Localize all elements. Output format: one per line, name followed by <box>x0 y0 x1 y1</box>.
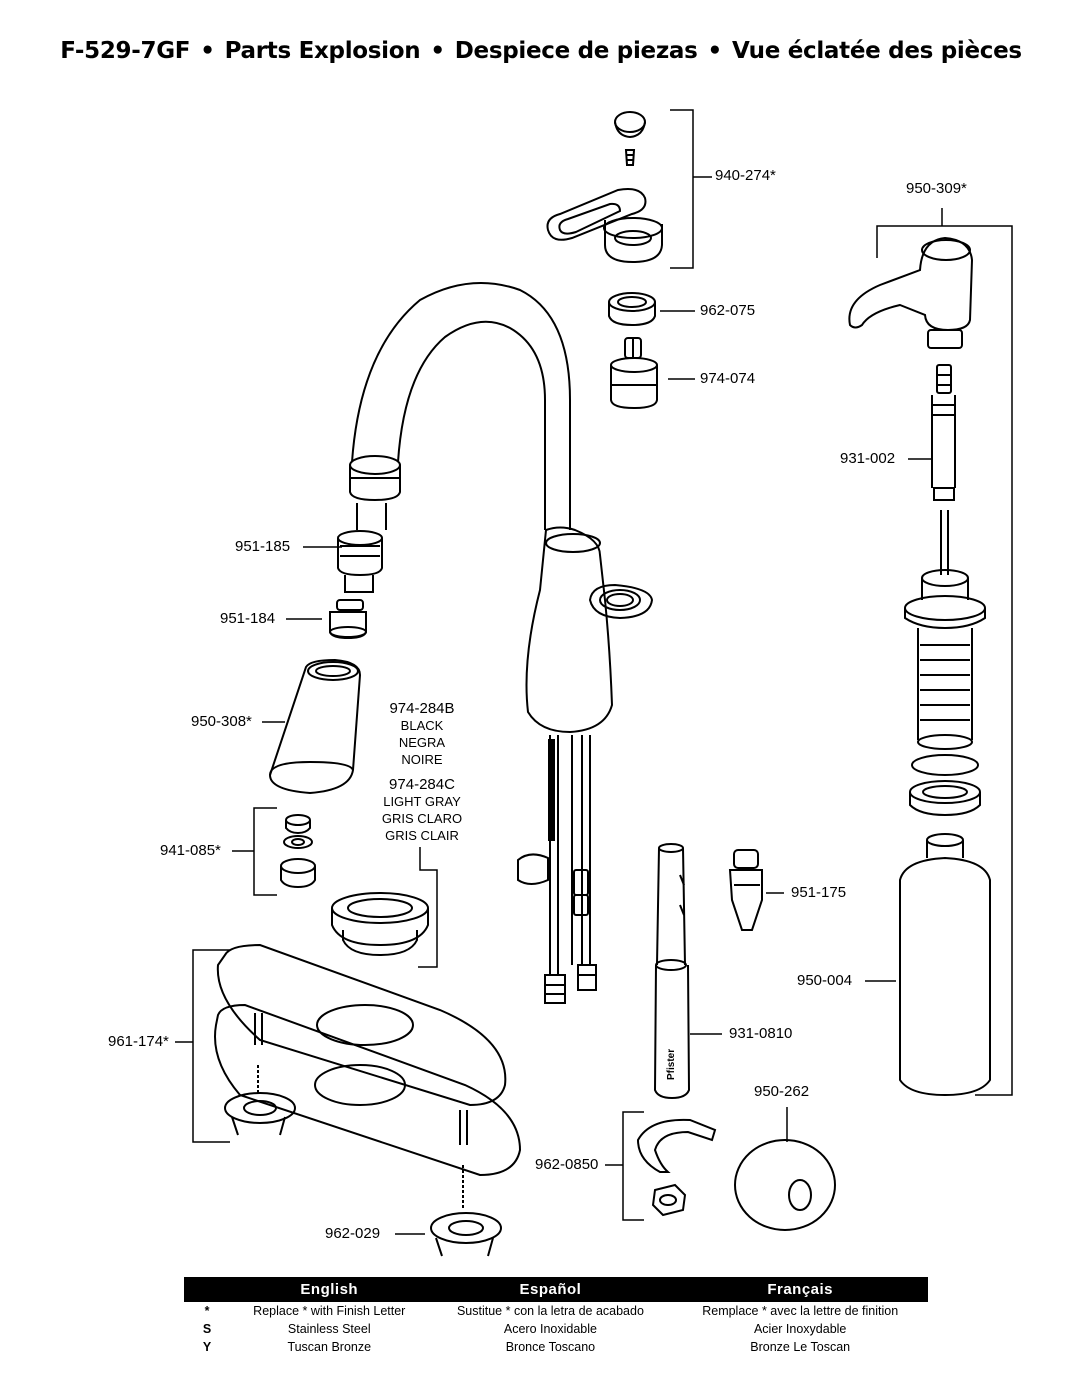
escutcheon-plate <box>214 943 522 1177</box>
legend-french: Remplace * avec la lettre de finition <box>702 1304 899 1318</box>
table-row: * Replace * with Finish Letter Sustitue … <box>184 1302 928 1320</box>
color-code-black: 974-284B <box>389 700 455 717</box>
part-label-962-0850: 962-0850 <box>535 1156 599 1173</box>
color-name-es: GRIS CLARO <box>381 811 463 826</box>
legend-spanish: Acero Inoxidable <box>503 1322 597 1336</box>
part-label-940-274: 940-274* <box>715 167 776 184</box>
part-label-962-029: 962-029 <box>325 1225 381 1242</box>
color-name-en: LIGHT GRAY <box>383 794 461 809</box>
color-name-en: BLACK <box>400 718 444 733</box>
legend-spanish: Bronce Toscano <box>505 1340 596 1354</box>
part-label-974-074: 974-074 <box>700 370 756 387</box>
part-label-941-085: 941-085* <box>160 842 221 859</box>
title-separator: • <box>430 38 445 64</box>
part-label-951-184: 951-184 <box>220 610 276 627</box>
color-note-gray: 974-284C LIGHT GRAY GRIS CLARO GRIS CLAI… <box>367 776 477 844</box>
color-name-fr: NOIRE <box>401 752 443 767</box>
legend-header-spanish: Español <box>428 1277 673 1302</box>
pump-body <box>904 569 986 817</box>
legend-english: Stainless Steel <box>287 1322 371 1336</box>
legend-english: Replace * with Finish Letter <box>253 1304 406 1318</box>
title-spanish: Despiece de piezas <box>454 38 698 64</box>
color-note-black: 974-284B BLACK NEGRA NOIRE <box>372 700 472 768</box>
threaded-shank <box>653 843 691 1100</box>
title-french: Vue éclatée des pièces <box>731 38 1022 64</box>
part-label-951-185: 951-185 <box>235 538 291 555</box>
clip-and-nut <box>636 1118 717 1217</box>
model-number: F-529-7GF <box>60 38 191 64</box>
page-title: F-529-7GF • Parts Explosion • Despiece de pi… <box>0 38 1082 64</box>
title-separator: • <box>200 38 215 64</box>
finish-legend-table: English Español Français * Replace * wit… <box>184 1277 928 1356</box>
legend-french: Acier Inoxydable <box>753 1322 847 1336</box>
legend-key: * <box>204 1304 210 1318</box>
part-label-950-262: 950-262 <box>754 1083 810 1100</box>
hose-weight <box>734 1139 836 1231</box>
part-label-950-309: 950-309* <box>906 180 967 197</box>
legend-header-key <box>184 1277 230 1302</box>
soap-pump-head <box>848 236 974 349</box>
part-label-950-308: 950-308* <box>191 713 252 730</box>
legend-spanish: Sustitue * con la letra de acabado <box>456 1304 644 1318</box>
spray-head <box>268 658 362 795</box>
soap-bottle <box>899 833 991 1097</box>
color-name-fr: GRIS CLAIR <box>385 828 459 843</box>
quick-connect <box>728 849 763 931</box>
bonnet-nut <box>608 292 656 327</box>
part-label-950-004: 950-004 <box>797 972 853 989</box>
legend-header-french: Français <box>672 1277 928 1302</box>
part-label-931-0810: 931-0810 <box>729 1025 793 1042</box>
handle-assembly <box>546 111 663 264</box>
title-separator: • <box>707 38 723 64</box>
legend-french: Bronze Le Toscan <box>750 1340 851 1354</box>
pump-stem <box>931 364 956 575</box>
part-label-962-075: 962-075 <box>700 302 756 319</box>
supply-hoses <box>517 735 597 1004</box>
color-code-gray: 974-284C <box>389 776 455 793</box>
aerator-parts <box>280 814 316 889</box>
legend-header-row: English Español Français <box>184 1277 928 1302</box>
legend-key: Y <box>202 1340 212 1354</box>
leader-lines <box>175 109 1013 1235</box>
hose-connectors <box>329 503 387 640</box>
title-english: Parts Explosion <box>224 38 421 64</box>
faucet-body <box>349 281 654 734</box>
brand-mark: Pfister <box>666 1049 677 1080</box>
part-label-961-174: 961-174* <box>108 1033 169 1050</box>
legend-header-english: English <box>230 1277 429 1302</box>
part-label-951-175: 951-175 <box>791 884 847 901</box>
part-label-931-002: 931-002 <box>840 450 896 467</box>
table-row: S Stainless Steel Acero Inoxidable Acier… <box>184 1320 928 1338</box>
color-name-es: NEGRA <box>398 735 446 750</box>
mounting-nut <box>430 1165 502 1257</box>
cartridge <box>610 337 658 410</box>
hose-weight-collar <box>331 892 429 957</box>
legend-key: S <box>202 1322 212 1336</box>
table-row: Y Tuscan Bronze Bronce Toscano Bronze Le… <box>184 1338 928 1356</box>
legend-english: Tuscan Bronze <box>287 1340 372 1354</box>
